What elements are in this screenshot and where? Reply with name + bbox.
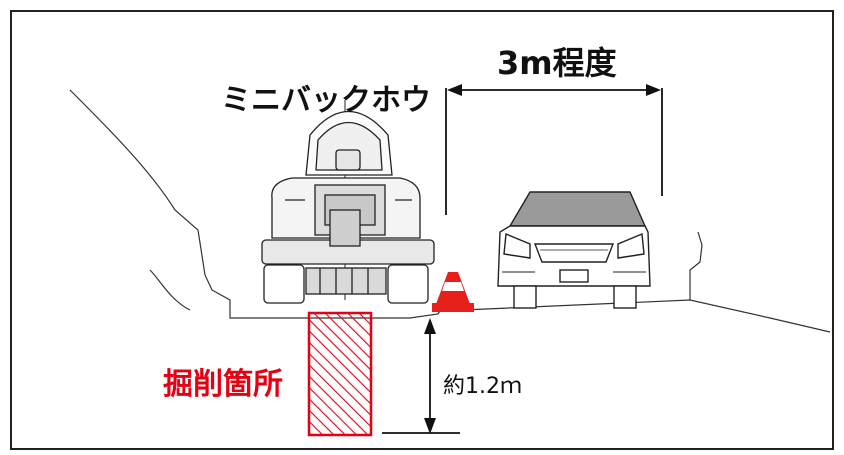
car-icon bbox=[497, 191, 651, 309]
depth-dimension bbox=[382, 318, 460, 434]
excavation-label: 掘削箇所 bbox=[163, 367, 283, 402]
diagram-frame bbox=[10, 10, 834, 450]
depth-label: 約1.2ｍ bbox=[443, 374, 522, 399]
excavator-icon bbox=[261, 100, 435, 304]
width-dimension bbox=[445, 84, 663, 215]
ground-profile bbox=[69, 89, 831, 333]
traffic-cone-icon bbox=[432, 272, 474, 312]
excavator-label: ミニバックホウ bbox=[221, 83, 431, 118]
width-label: 3m程度 bbox=[497, 44, 617, 82]
excavation-area bbox=[307, 311, 373, 437]
